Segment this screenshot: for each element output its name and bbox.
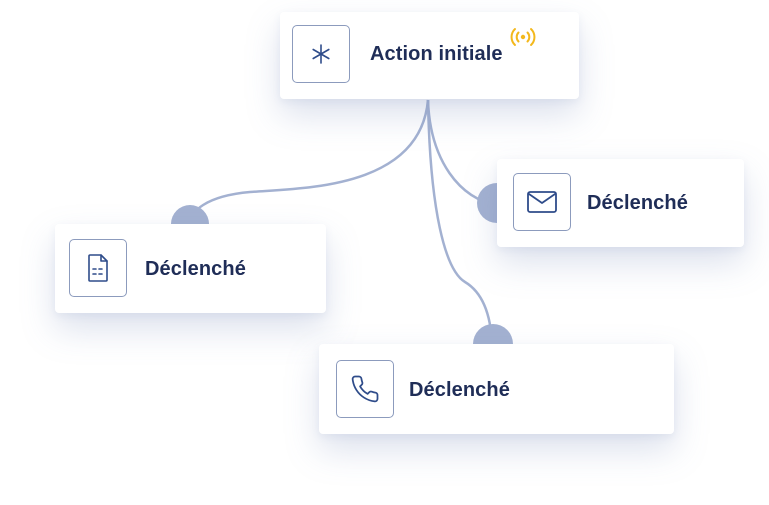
trigger-label: Déclenché [145, 258, 246, 280]
envelope-icon [513, 173, 571, 231]
trigger-node-envelope[interactable]: Déclenché [497, 159, 744, 247]
document-icon [69, 239, 127, 297]
connector-to-phone [426, 99, 494, 345]
port-document[interactable] [171, 205, 209, 224]
initial-action-node[interactable]: Action initiale [280, 12, 579, 99]
connector-to-document [188, 99, 430, 225]
port-phone[interactable] [473, 324, 513, 344]
trigger-node-phone[interactable]: Déclenché [319, 344, 674, 434]
initial-action-label: Action initiale [370, 43, 503, 65]
trigger-node-document[interactable]: Déclenché [55, 224, 326, 313]
asterisk-icon [292, 25, 350, 83]
phone-icon [336, 360, 394, 418]
trigger-label: Déclenché [409, 379, 510, 401]
broadcast-signal-icon [510, 28, 536, 46]
port-envelope[interactable] [477, 183, 497, 223]
trigger-label: Déclenché [587, 192, 688, 214]
